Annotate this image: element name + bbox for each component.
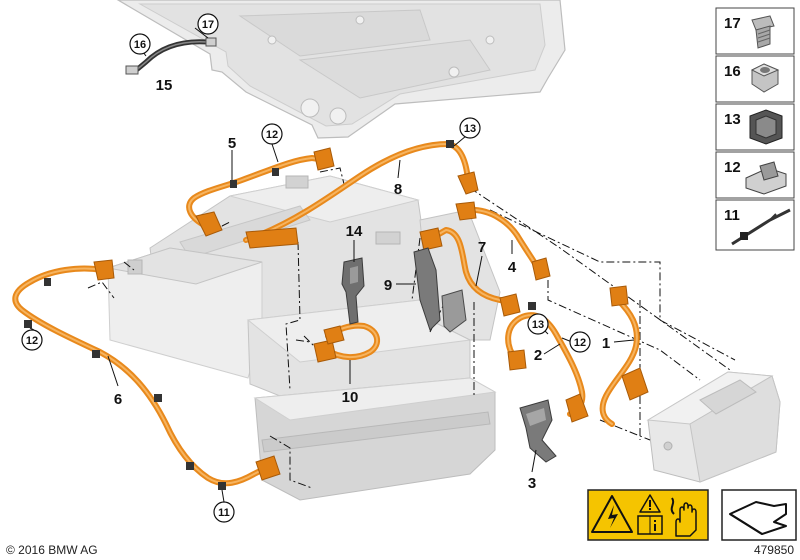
clip-icon	[745, 161, 787, 195]
svg-text:12: 12	[266, 129, 278, 141]
label-15: 15	[156, 77, 173, 94]
svg-text:13: 13	[532, 319, 544, 331]
orientation-symbol	[721, 489, 797, 541]
bolt-icon	[751, 15, 775, 49]
parts-panel-item-13[interactable]: 13	[715, 103, 795, 151]
parts-panel-item-11[interactable]: 11	[715, 199, 795, 251]
label-2: 2	[534, 347, 542, 364]
label-3: 3	[528, 475, 536, 492]
label-5: 5	[228, 135, 236, 152]
circle-label-13-mid: 13	[527, 313, 549, 335]
electronic-box	[646, 371, 781, 483]
svg-text:12: 12	[26, 335, 38, 347]
svg-text:16: 16	[134, 39, 146, 51]
bracket-14	[341, 257, 365, 325]
label-6: 6	[114, 391, 122, 408]
circle-label-12-left: 12	[21, 329, 43, 351]
ground-strap-15	[125, 27, 217, 75]
underbody-cover	[116, 0, 566, 139]
cable-7	[419, 227, 521, 317]
label-7: 7	[478, 239, 486, 256]
parts-panel-item-12[interactable]: 12	[715, 151, 795, 199]
svg-text:13: 13	[464, 123, 476, 135]
circle-label-11: 11	[213, 501, 235, 523]
copyright-text: © 2016 BMW AG	[6, 543, 98, 557]
cable-2	[505, 302, 589, 423]
svg-text:12: 12	[574, 337, 586, 349]
high-voltage-warning-icon	[591, 495, 633, 533]
svg-text:11: 11	[218, 507, 230, 519]
warning-panel	[587, 489, 709, 541]
cable-5	[186, 147, 335, 237]
bracket-9	[413, 247, 467, 333]
label-9: 9	[384, 277, 392, 294]
part-labels: 15 5 8 14 9 7 4 2 1 10 6 3	[114, 77, 610, 492]
label-14: 14	[346, 223, 363, 240]
battery-modules	[107, 175, 501, 501]
parts-panel-item-16[interactable]: 16	[715, 55, 795, 103]
label-1: 1	[602, 335, 610, 352]
cable-1	[599, 285, 649, 427]
svg-text:13: 13	[724, 111, 741, 128]
cable-8	[243, 140, 479, 249]
do-not-touch-hand-icon	[670, 497, 697, 537]
circle-label-13-top: 13	[459, 117, 481, 139]
caution-manual-icon	[637, 494, 663, 535]
svg-text:17: 17	[724, 15, 741, 32]
nut-icon	[750, 63, 780, 93]
label-8: 8	[394, 181, 402, 198]
svg-text:11: 11	[724, 207, 740, 224]
diagram-number: 479850	[754, 543, 794, 557]
parts-panel: 17 16 13	[715, 7, 795, 251]
clamp-icon	[749, 109, 783, 145]
cable-4	[455, 201, 551, 281]
circle-labels: 16 17 12 13 13 12 12 11	[21, 13, 591, 523]
parts-panel-item-17[interactable]: 17	[715, 7, 795, 55]
leader-lines	[29, 135, 635, 503]
label-10: 10	[342, 389, 359, 406]
circle-label-12-top: 12	[261, 123, 283, 145]
cable-10	[313, 322, 381, 363]
cable-tie-icon	[731, 208, 791, 246]
circle-label-12-mid: 12	[569, 331, 591, 353]
cable-6	[12, 259, 281, 490]
svg-text:17: 17	[202, 19, 214, 31]
circle-label-16: 16	[129, 33, 151, 55]
vehicle-direction-icon	[729, 501, 787, 535]
svg-text:12: 12	[724, 159, 741, 176]
circle-label-17: 17	[197, 13, 219, 35]
svg-text:16: 16	[724, 63, 741, 80]
label-4: 4	[508, 259, 517, 276]
bracket-3	[519, 399, 557, 463]
